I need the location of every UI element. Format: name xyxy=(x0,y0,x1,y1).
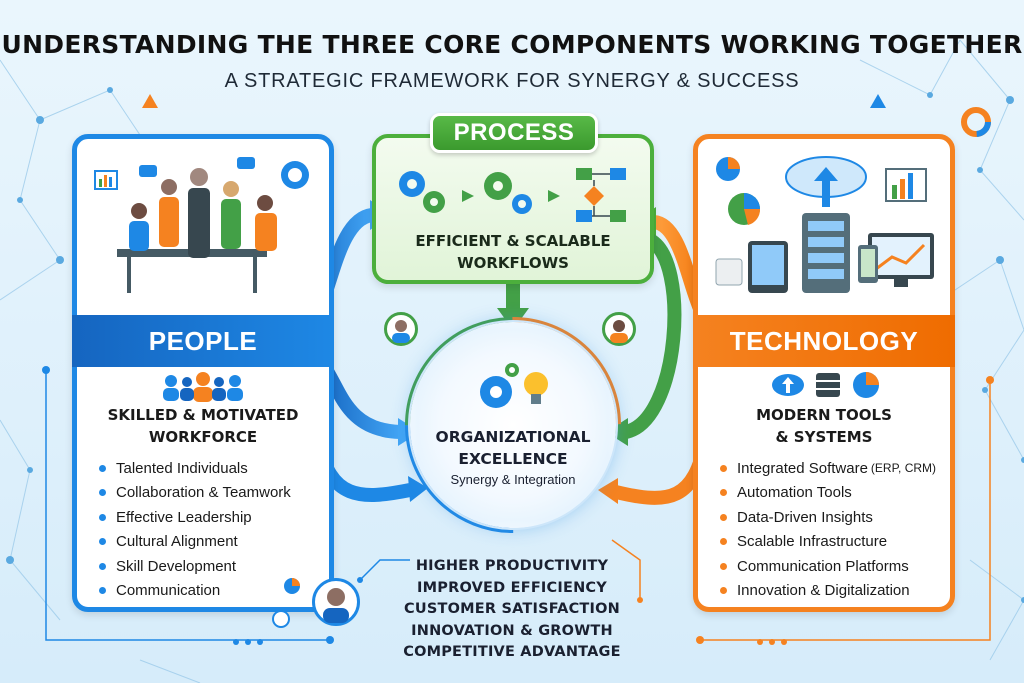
person-icon xyxy=(323,588,349,623)
technology-heading-line1: MODERN TOOLS xyxy=(756,406,892,424)
list-item: Data-Driven Insights xyxy=(720,505,936,530)
process-description: EFFICIENT & SCALABLE WORKFLOWS xyxy=(415,232,611,272)
outcome-item: INNOVATION & GROWTH xyxy=(411,622,613,639)
people-label: PEOPLE xyxy=(72,315,334,367)
person-icon xyxy=(392,320,410,343)
list-item: Cultural Alignment xyxy=(99,530,291,555)
outcome-item: HIGHER PRODUCTIVITY xyxy=(415,558,609,574)
person-icon xyxy=(610,320,628,343)
process-label: PROCESS xyxy=(430,113,598,153)
team-meeting-illustration xyxy=(94,157,309,293)
gears-workflow-icon xyxy=(399,168,626,222)
gear-icon xyxy=(480,363,519,408)
list-item: Automation Tools xyxy=(720,481,936,506)
outcome-item: IMPROVED EFFICIENCY xyxy=(417,579,607,596)
list-item: Integrated Software(ERP, CRM) xyxy=(720,456,936,481)
list-item: Communication xyxy=(99,579,291,604)
list-item: Innovation & Digitalization xyxy=(720,579,936,604)
chart-icon xyxy=(272,610,290,628)
technology-list: Integrated Software(ERP, CRM) Automation… xyxy=(720,456,936,603)
pie-chart-icon xyxy=(284,578,300,594)
technology-heading-line2: & SYSTEMS xyxy=(775,428,873,446)
list-item: Scalable Infrastructure xyxy=(720,530,936,555)
people-heading-line2: WORKFORCE xyxy=(148,428,258,446)
outcome-item: CUSTOMER SATISFACTION xyxy=(404,601,620,617)
center-ring xyxy=(405,317,621,533)
list-item: Skill Development xyxy=(99,554,291,579)
cloud-upload-icon xyxy=(772,374,804,396)
center-circle: ORGANIZATIONAL EXCELLENCE Synergy & Inte… xyxy=(410,322,616,528)
people-panel: PEOPLE SKILLED & MOTIVATED WORKFORCE Tal… xyxy=(72,134,334,612)
list-item: Communication Platforms xyxy=(720,554,936,579)
tech-icons-row xyxy=(772,372,879,398)
people-list: Talented Individuals Collaboration & Tea… xyxy=(99,456,291,603)
avatar xyxy=(384,312,418,346)
lightbulb-icon xyxy=(524,372,548,404)
page-title: UNDERSTANDING THE THREE CORE COMPONENTS … xyxy=(1,30,1023,59)
gear-lightbulb-icons xyxy=(480,363,548,408)
outcome-item: COMPETITIVE ADVANTAGE xyxy=(403,644,621,660)
center-title: ORGANIZATIONAL EXCELLENCE xyxy=(435,428,591,468)
people-group-icon xyxy=(163,372,243,402)
avatar xyxy=(602,312,636,346)
list-item: Talented Individuals xyxy=(99,456,291,481)
process-panel: EFFICIENT & SCALABLE WORKFLOWS xyxy=(372,134,654,284)
technology-panel: TECHNOLOGY MODERN TOOLS & SYSTEMS Integr… xyxy=(693,134,955,612)
list-item: Effective Leadership xyxy=(99,505,291,530)
center-subtitle: Synergy & Integration xyxy=(450,472,576,487)
avatar xyxy=(312,578,360,626)
people-heading-line1: SKILLED & MOTIVATED xyxy=(107,406,299,424)
pie-chart-icon xyxy=(853,372,879,398)
cloud-servers-illustration xyxy=(715,156,934,293)
technology-label: TECHNOLOGY xyxy=(693,315,955,367)
list-item: Collaboration & Teamwork xyxy=(99,481,291,506)
page-subtitle: A STRATEGIC FRAMEWORK FOR SYNERGY & SUCC… xyxy=(224,70,800,92)
database-icon xyxy=(816,373,840,397)
outcomes-list: HIGHER PRODUCTIVITY IMPROVED EFFICIENCY … xyxy=(380,556,644,664)
